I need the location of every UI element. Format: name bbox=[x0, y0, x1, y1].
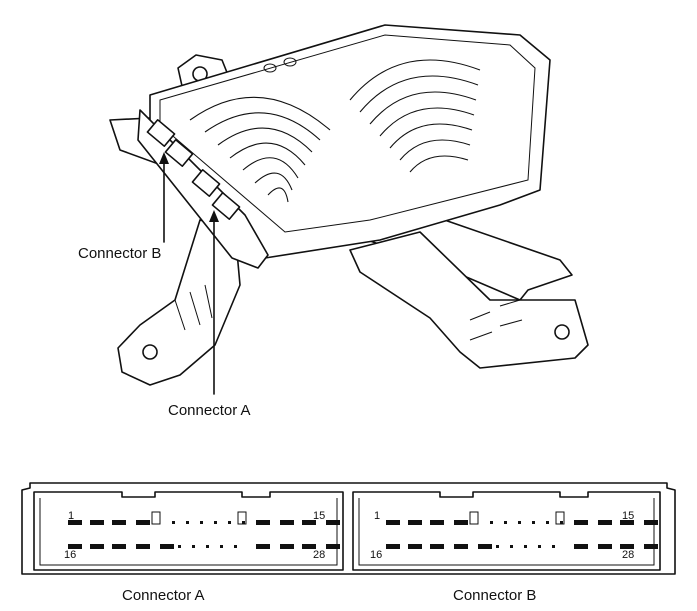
pin-cavity bbox=[214, 521, 217, 524]
pin-terminal bbox=[620, 544, 634, 549]
pin-cavity bbox=[510, 545, 513, 548]
connector-b-pins bbox=[386, 520, 658, 549]
connector-b-callout-label: Connector B bbox=[78, 245, 161, 262]
bracket-hole-right bbox=[554, 324, 570, 340]
pin-cavity bbox=[504, 521, 507, 524]
pin-cavity bbox=[220, 545, 223, 548]
pin-terminal bbox=[256, 520, 270, 525]
pin-cavity bbox=[234, 545, 237, 548]
pin-terminal bbox=[280, 544, 294, 549]
callout-connector-b: Connector B bbox=[78, 152, 169, 262]
pin-terminal bbox=[90, 520, 104, 525]
pin-terminal bbox=[574, 520, 588, 525]
pin-terminal bbox=[112, 544, 126, 549]
connector-a-pins bbox=[68, 520, 340, 549]
connector-a-pin-16: 16 bbox=[64, 549, 76, 561]
pin-terminal bbox=[598, 520, 612, 525]
pin-terminal bbox=[326, 544, 340, 549]
pin-cavity bbox=[178, 545, 181, 548]
callout-connector-a: Connector A bbox=[168, 210, 251, 419]
pin-cavity bbox=[532, 521, 535, 524]
pin-terminal bbox=[302, 544, 316, 549]
housing-mark-2 bbox=[283, 57, 297, 67]
pin-cavity bbox=[206, 545, 209, 548]
pin-cavity bbox=[518, 521, 521, 524]
pin-terminal bbox=[68, 544, 82, 549]
pin-terminal bbox=[68, 520, 82, 525]
connector-b-pin-16: 16 bbox=[370, 549, 382, 561]
pin-cavity bbox=[560, 521, 563, 524]
cooling-ribs-right bbox=[349, 59, 481, 173]
connector-a-callout-label: Connector A bbox=[168, 402, 251, 419]
pin-terminal bbox=[478, 544, 492, 549]
pin-terminal bbox=[136, 520, 150, 525]
pin-terminal bbox=[574, 544, 588, 549]
pin-cavity bbox=[552, 545, 555, 548]
connector-socket-b bbox=[146, 119, 194, 167]
pin-terminal bbox=[454, 520, 468, 525]
pin-terminal bbox=[620, 520, 634, 525]
pin-terminal bbox=[644, 544, 658, 549]
pin-terminal bbox=[280, 520, 294, 525]
ecu-module-illustration bbox=[109, 24, 589, 386]
connector-a-caption: Connector A bbox=[122, 587, 205, 604]
pin-terminal bbox=[430, 520, 444, 525]
pin-terminal bbox=[408, 544, 422, 549]
pin-terminal bbox=[326, 520, 340, 525]
pin-terminal bbox=[644, 520, 658, 525]
pin-terminal bbox=[386, 520, 400, 525]
connector-b-key-left bbox=[469, 511, 479, 525]
connector-face-view: 1 15 16 28 1 15 16 28 bbox=[21, 482, 676, 575]
connector-socket-a bbox=[191, 169, 241, 220]
pin-cavity bbox=[228, 521, 231, 524]
bracket-arm-left bbox=[117, 219, 241, 386]
pin-terminal bbox=[302, 520, 316, 525]
pin-terminal bbox=[408, 520, 422, 525]
connector-a-pin-1: 1 bbox=[68, 510, 74, 522]
cooling-ribs-left bbox=[189, 96, 331, 203]
pin-terminal bbox=[90, 544, 104, 549]
connector-b-pin-28: 28 bbox=[622, 549, 634, 561]
pin-cavity bbox=[172, 521, 175, 524]
pin-cavity bbox=[524, 545, 527, 548]
connector-b-pin-1: 1 bbox=[374, 510, 380, 522]
pin-terminal bbox=[160, 544, 174, 549]
pin-cavity bbox=[490, 521, 493, 524]
pin-cavity bbox=[200, 521, 203, 524]
pin-terminal bbox=[454, 544, 468, 549]
pin-terminal bbox=[112, 520, 126, 525]
pin-terminal bbox=[256, 544, 270, 549]
bracket-arm-right bbox=[349, 231, 589, 369]
pin-cavity bbox=[186, 521, 189, 524]
pin-cavity bbox=[192, 545, 195, 548]
connector-a-pin-15: 15 bbox=[313, 510, 325, 522]
pin-cavity bbox=[546, 521, 549, 524]
pin-cavity bbox=[242, 521, 245, 524]
pin-cavity bbox=[496, 545, 499, 548]
pin-terminal bbox=[386, 544, 400, 549]
pin-terminal bbox=[598, 544, 612, 549]
connector-b-outline bbox=[352, 491, 661, 571]
pin-terminal bbox=[136, 544, 150, 549]
connector-a-outline bbox=[33, 491, 344, 571]
pin-cavity bbox=[538, 545, 541, 548]
connector-a-pin-28: 28 bbox=[313, 549, 325, 561]
housing-mark-1 bbox=[263, 63, 277, 73]
connector-b-caption: Connector B bbox=[453, 587, 536, 604]
connector-b-pin-15: 15 bbox=[622, 510, 634, 522]
bracket-hole-left bbox=[142, 344, 158, 360]
connector-a-key-left bbox=[151, 511, 161, 525]
pin-terminal bbox=[430, 544, 444, 549]
